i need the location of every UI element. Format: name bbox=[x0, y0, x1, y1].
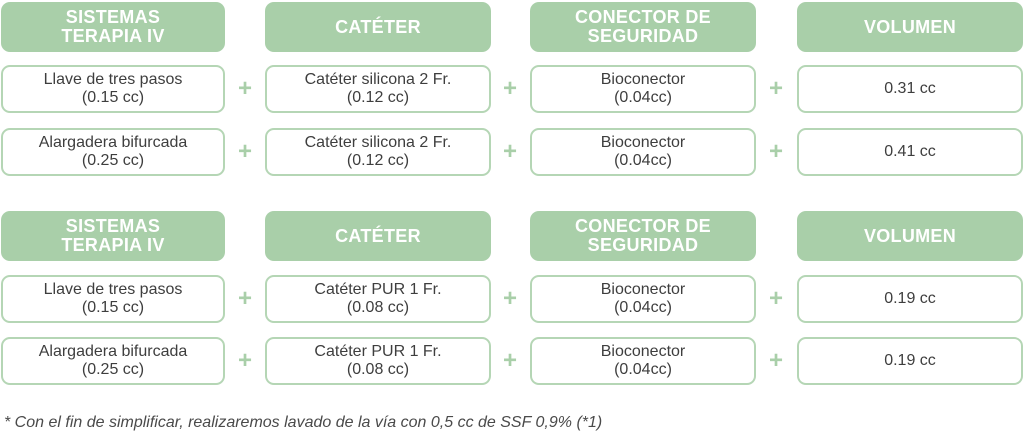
header-volumen: VOLUMEN bbox=[797, 2, 1023, 52]
cell-catheter: Catéter PUR 1 Fr. (0.08 cc) bbox=[265, 337, 491, 385]
header-volumen: VOLUMEN bbox=[797, 211, 1023, 261]
cell-connector: Bioconector (0.04cc) bbox=[530, 65, 756, 113]
header-cateter: CATÉTER bbox=[265, 2, 491, 52]
plus-icon: + bbox=[237, 347, 252, 374]
cell-catheter: Catéter silicona 2 Fr. (0.12 cc) bbox=[265, 128, 491, 176]
cell-connector: Bioconector (0.04cc) bbox=[530, 128, 756, 176]
cell-volume: 0.19 cc bbox=[797, 275, 1023, 323]
plus-icon: + bbox=[502, 75, 517, 102]
cell-iv-system: Llave de tres pasos (0.15 cc) bbox=[1, 65, 225, 113]
cell-volume: 0.19 cc bbox=[797, 337, 1023, 385]
header-conector-seguridad: CONECTOR DE SEGURIDAD bbox=[530, 2, 756, 52]
plus-icon: + bbox=[502, 347, 517, 374]
cell-iv-system: Llave de tres pasos (0.15 cc) bbox=[1, 275, 225, 323]
cell-iv-system: Alargadera bifurcada (0.25 cc) bbox=[1, 128, 225, 176]
cell-volume: 0.31 cc bbox=[797, 65, 1023, 113]
plus-icon: + bbox=[768, 75, 783, 102]
cell-catheter: Catéter silicona 2 Fr. (0.12 cc) bbox=[265, 65, 491, 113]
plus-icon: + bbox=[237, 138, 252, 165]
plus-icon: + bbox=[502, 285, 517, 312]
header-cateter: CATÉTER bbox=[265, 211, 491, 261]
cell-iv-system: Alargadera bifurcada (0.25 cc) bbox=[1, 337, 225, 385]
header-sistemas-terapia-iv: SISTEMAS TERAPIA IV bbox=[1, 211, 225, 261]
plus-icon: + bbox=[237, 285, 252, 312]
plus-icon: + bbox=[768, 138, 783, 165]
plus-icon: + bbox=[502, 138, 517, 165]
cell-connector: Bioconector (0.04cc) bbox=[530, 337, 756, 385]
plus-icon: + bbox=[768, 285, 783, 312]
header-sistemas-terapia-iv: SISTEMAS TERAPIA IV bbox=[1, 2, 225, 52]
footnote: * Con el fin de simplificar, realizaremo… bbox=[4, 414, 603, 431]
header-conector-seguridad: CONECTOR DE SEGURIDAD bbox=[530, 211, 756, 261]
cell-volume: 0.41 cc bbox=[797, 128, 1023, 176]
plus-icon: + bbox=[237, 75, 252, 102]
cell-catheter: Catéter PUR 1 Fr. (0.08 cc) bbox=[265, 275, 491, 323]
cell-connector: Bioconector (0.04cc) bbox=[530, 275, 756, 323]
plus-icon: + bbox=[768, 347, 783, 374]
